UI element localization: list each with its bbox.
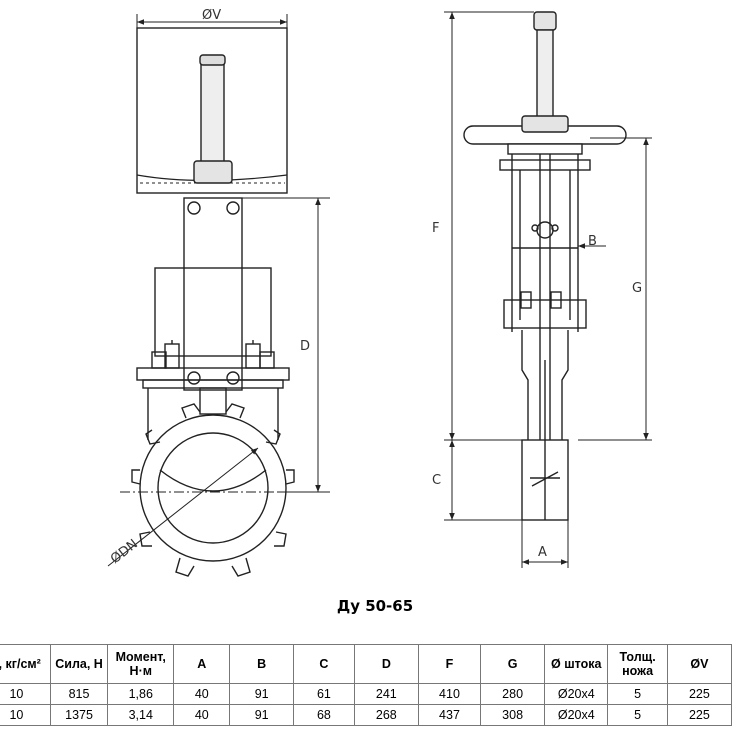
table-cell: 5 xyxy=(607,683,668,705)
model-title: Ду 50-65 xyxy=(336,597,414,615)
table-cell: 91 xyxy=(229,704,294,726)
table-cell: 268 xyxy=(353,704,419,726)
table-cell: 61 xyxy=(293,683,355,705)
table-cell: 308 xyxy=(480,704,546,726)
col-c: C xyxy=(293,644,355,684)
table-cell: 10 xyxy=(0,704,51,726)
dim-v-label: ØV xyxy=(202,8,221,23)
table-row: 10 1375 3,14 40 91 68 268 437 308 Ø20x4 … xyxy=(0,704,733,726)
stem-cap xyxy=(533,11,557,31)
col-g: G xyxy=(480,644,546,684)
col-stem-diameter: Ø штока xyxy=(544,644,609,684)
table-cell: 280 xyxy=(480,683,546,705)
col-f: F xyxy=(417,644,482,684)
table-cell: 225 xyxy=(666,683,733,705)
dim-g-label: G xyxy=(632,281,642,296)
side-view xyxy=(463,11,627,521)
table-cell: 437 xyxy=(417,704,482,726)
col-knife-thickness: Толщ. ножа xyxy=(607,644,668,684)
table-row: 10 815 1,86 40 91 61 241 410 280 Ø20x4 5… xyxy=(0,683,733,705)
bonnet-housing xyxy=(154,267,272,357)
flange-lugs xyxy=(131,403,295,577)
table-cell: 68 xyxy=(293,704,355,726)
table-cell: 40 xyxy=(173,704,231,726)
table-cell: 40 xyxy=(173,683,231,705)
table-cell: Ø20x4 xyxy=(544,683,609,705)
table-cell: 815 xyxy=(49,683,109,705)
table-cell: 3,14 xyxy=(107,704,175,726)
dim-f-label: F xyxy=(432,221,439,236)
col-b: B xyxy=(229,644,294,684)
table-cell: 1375 xyxy=(49,704,109,726)
side-dimensions xyxy=(444,11,652,568)
yoke-plate xyxy=(183,197,243,391)
table-header-row: Р, кг/см² Сила, Н Момент, Н·м A B C D F … xyxy=(0,644,733,684)
col-pressure: Р, кг/см² xyxy=(0,644,51,684)
specs-table: Р, кг/см² Сила, Н Момент, Н·м A B C D F … xyxy=(0,644,733,726)
gland-bolts xyxy=(151,340,275,369)
bore xyxy=(157,432,269,544)
stem xyxy=(200,57,225,167)
stem-nut xyxy=(193,160,233,184)
dim-b-label: B xyxy=(588,234,597,249)
col-a: A xyxy=(173,644,231,684)
table-cell: 225 xyxy=(666,704,733,726)
col-d: D xyxy=(353,644,419,684)
table-cell: 5 xyxy=(607,704,668,726)
dim-d-label: D xyxy=(300,339,310,354)
dim-c-label: C xyxy=(432,473,441,488)
table-cell: 91 xyxy=(229,683,294,705)
table-cell: 10 xyxy=(0,683,51,705)
col-force: Сила, Н xyxy=(49,644,109,684)
front-view xyxy=(120,27,330,577)
col-v: ØV xyxy=(666,644,733,684)
table-cell: 241 xyxy=(353,683,419,705)
col-torque: Момент, Н·м xyxy=(107,644,175,684)
table-cell: Ø20x4 xyxy=(544,704,609,726)
table-cell: 410 xyxy=(417,683,482,705)
table-cell: 1,86 xyxy=(107,683,175,705)
dim-dn-label: ØDN xyxy=(108,537,141,567)
front-dimensions xyxy=(107,14,330,567)
valve-drawing: ØV D ØDN F C G xyxy=(107,8,652,577)
dim-a-label: A xyxy=(538,545,547,560)
